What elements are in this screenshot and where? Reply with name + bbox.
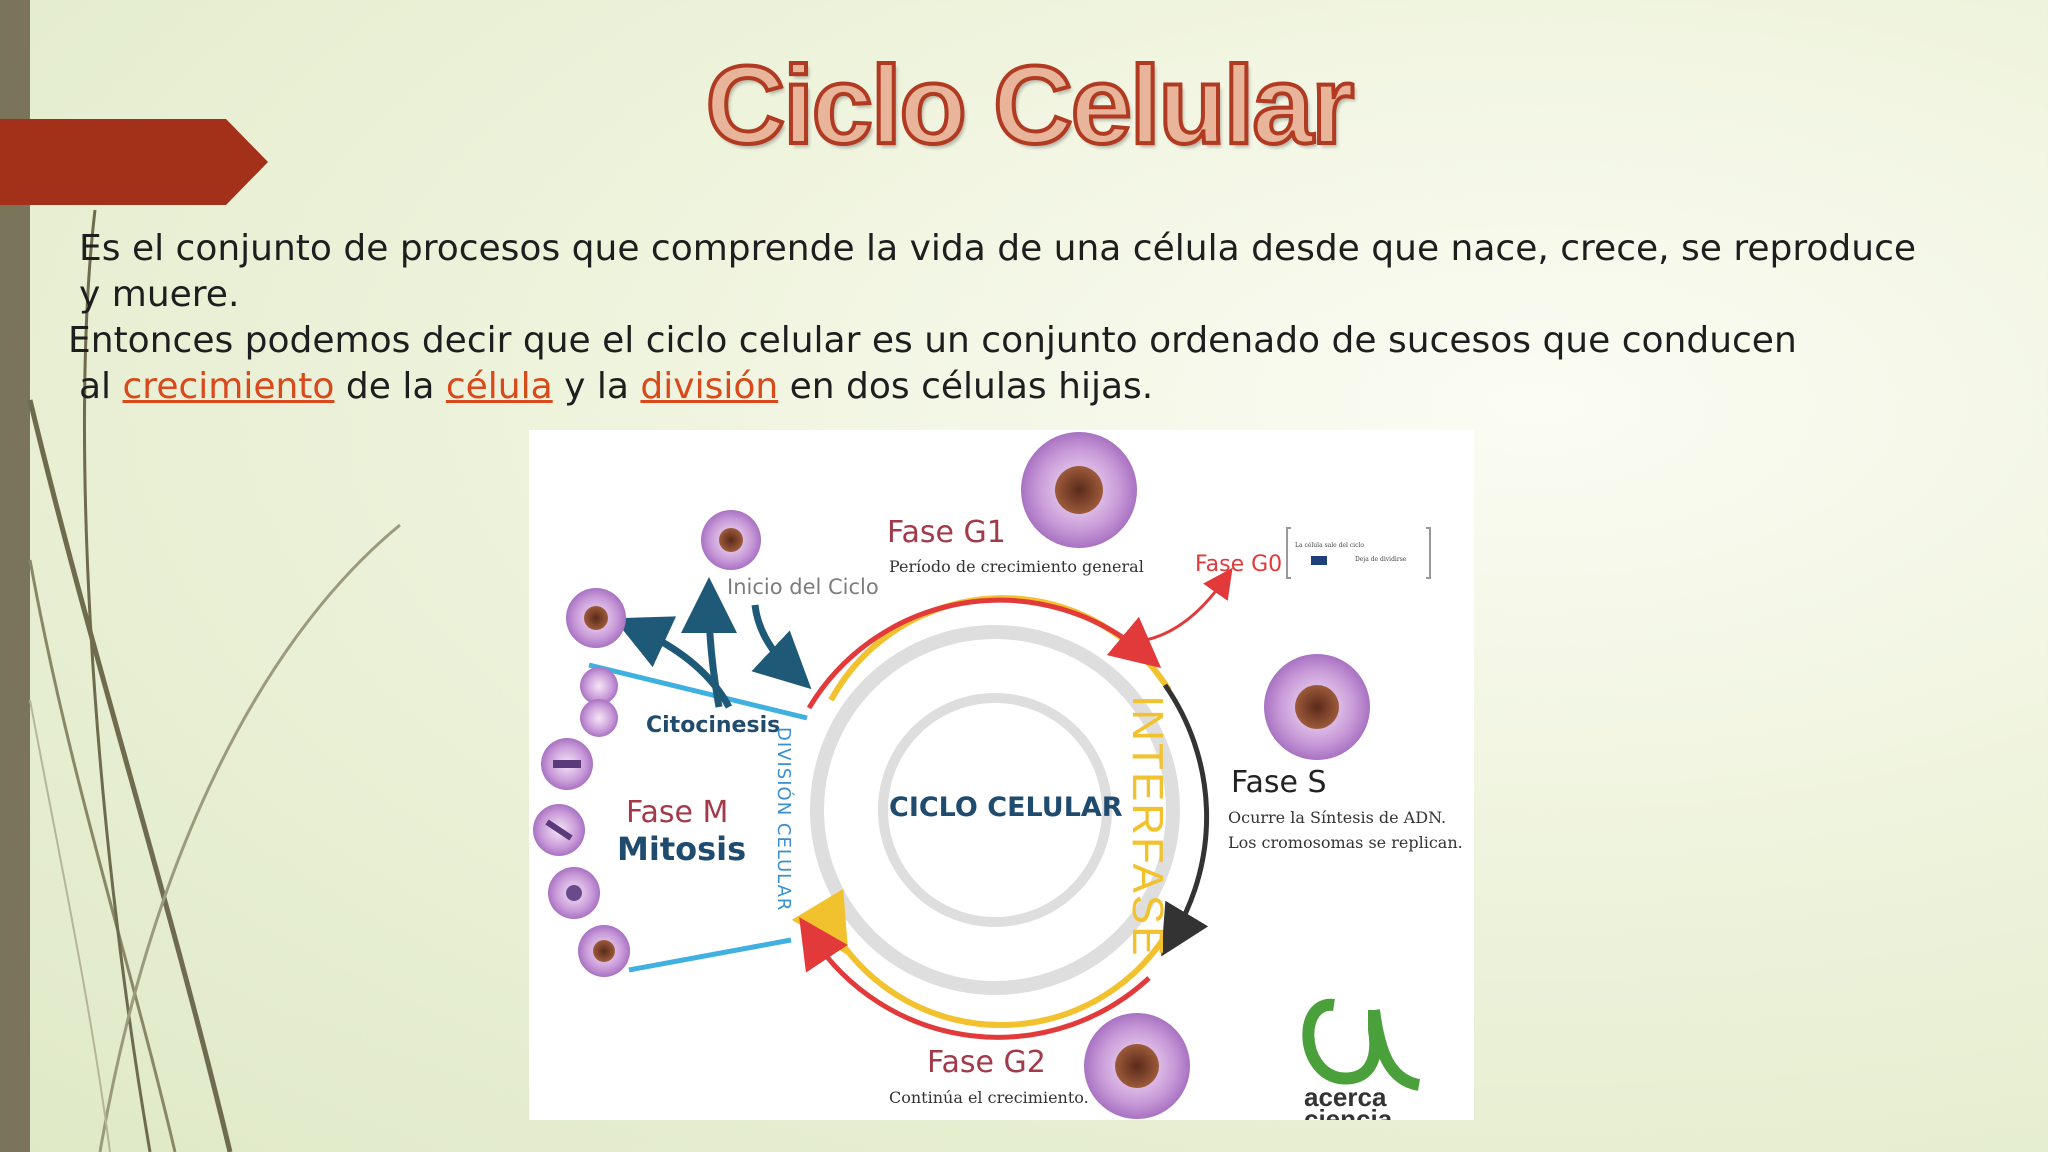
cito-arrow-1 [613, 616, 733, 709]
cell-mitosis-2 [580, 667, 618, 737]
logo-text: acerca ciencia [1304, 1086, 1393, 1120]
red-arc-bottom [799, 917, 1151, 1040]
title-arrow-banner [0, 119, 268, 205]
label-fase-g2: Fase G2 [927, 1045, 1046, 1080]
paragraph-line-3: Entonces podemos decir que el ciclo celu… [68, 320, 1797, 361]
link-division[interactable]: división [640, 366, 779, 407]
cell-mitosis-3 [541, 738, 593, 790]
cell-mitosis-5 [548, 867, 600, 919]
cell-mitosis-4 [533, 804, 585, 856]
cell-start [701, 510, 761, 570]
mitosis-line-bottom [628, 937, 792, 973]
yellow-arc-bottom [791, 888, 1172, 1028]
cycle-graphics [533, 432, 1431, 1119]
label-citocinesis: Citocinesis [646, 713, 781, 738]
paragraph-text: de la [345, 366, 435, 407]
paragraph-text: y la [564, 366, 629, 407]
g0-note-2: Deja de dividirse [1355, 556, 1407, 563]
dark-arc-right [1161, 683, 1210, 957]
red-arc-top [806, 597, 1162, 710]
label-fase-s: Fase S [1231, 765, 1327, 800]
slide-title: Ciclo Celular [704, 42, 1356, 169]
cell-s [1264, 654, 1370, 760]
label-inicio-ciclo: Inicio del Ciclo [727, 575, 879, 599]
acerca-ciencia-logo [1302, 998, 1421, 1091]
label-fase-s-desc-1: Ocurre la Síntesis de ADN. [1228, 808, 1447, 827]
decorative-grass-lines [27, 209, 401, 1152]
label-division-celular: DIVISIÓN CELULAR [773, 727, 794, 912]
g0-note-1: La célula sale del ciclo [1295, 542, 1364, 549]
cell-g2 [1084, 1013, 1190, 1119]
outer-grey-ring [810, 625, 1180, 995]
cell-cycle-diagram: Fase G1 Período de crecimiento general F… [529, 430, 1474, 1120]
label-fase-s-desc-2: Los cromosomas se replican. [1228, 833, 1463, 852]
paragraph-line-4: al crecimiento de la célula y la divisió… [79, 366, 1153, 407]
paragraph-line-1: Es el conjunto de procesos que comprende… [79, 228, 1917, 269]
mitosis-line-top [588, 662, 808, 721]
paragraph-line-2: y muere. [79, 274, 240, 315]
label-fase-g2-desc: Continúa el crecimiento. [889, 1088, 1089, 1107]
g0-arrow [1145, 567, 1233, 642]
label-fase-g0: Fase G0 [1195, 552, 1283, 577]
paragraph-text: en dos células hijas. [789, 366, 1154, 407]
cell-mitosis-6 [578, 925, 630, 977]
label-interfase: INTERFASE [1123, 695, 1172, 958]
paragraph-text: al [79, 366, 112, 407]
g0-note-box [1286, 527, 1431, 579]
label-fase-g1: Fase G1 [887, 515, 1006, 550]
cito-arrow-3 [751, 604, 812, 690]
label-fase-m: Fase M [626, 795, 729, 830]
cito-arrow-2 [681, 577, 738, 708]
link-celula[interactable]: célula [445, 366, 553, 407]
label-fase-g1-desc: Período de crecimiento general [889, 557, 1144, 576]
link-crecimiento[interactable]: crecimiento [122, 366, 335, 407]
label-ciclo-celular: CICLO CELULAR [889, 792, 1123, 823]
cell-mitosis-1 [566, 588, 626, 648]
cell-g1 [1021, 432, 1137, 548]
label-mitosis: Mitosis [617, 830, 747, 868]
inner-grey-ring [878, 693, 1112, 927]
